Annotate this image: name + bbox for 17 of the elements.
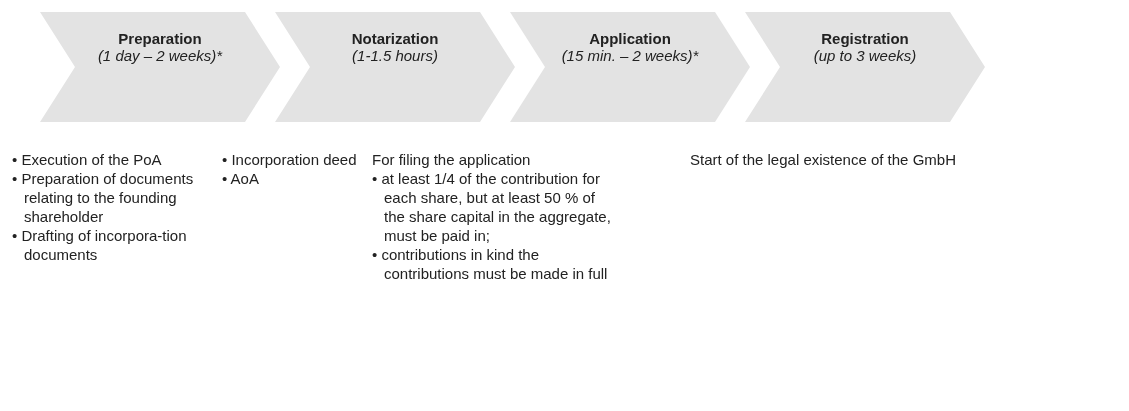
step-title: Preparation: [117, 30, 203, 47]
step-duration: (15 min. – 2 weeks)*: [560, 47, 700, 64]
step-note: • Drafting of incorpora-tion documents: [12, 226, 188, 264]
step-note: • AoA: [222, 169, 260, 188]
step-title: Notarization: [350, 30, 440, 47]
step-title: Registration: [820, 30, 910, 47]
step-note: Start of the legal existence of the GmbH: [690, 150, 957, 169]
step-note: • Preparation of documents relating to the founding shareholder: [12, 169, 195, 226]
step-note: • at least 1/4 of the contribution for each share, but at least 50 % of the share capital in the aggregate, must be paid in;: [372, 169, 612, 245]
step-duration: (1-1.5 hours): [351, 47, 439, 64]
step-note: • Incorporation deed: [222, 150, 358, 169]
step-title: Application: [588, 30, 672, 47]
step-duration: (1 day – 2 weeks)*: [96, 47, 224, 64]
step-note: For filing the application: [372, 150, 532, 169]
step-duration: (up to 3 weeks): [812, 47, 918, 64]
step-note: • contributions in kind the contributions must be made in full: [372, 245, 609, 283]
step-note: • Execution of the PoA: [12, 150, 163, 169]
